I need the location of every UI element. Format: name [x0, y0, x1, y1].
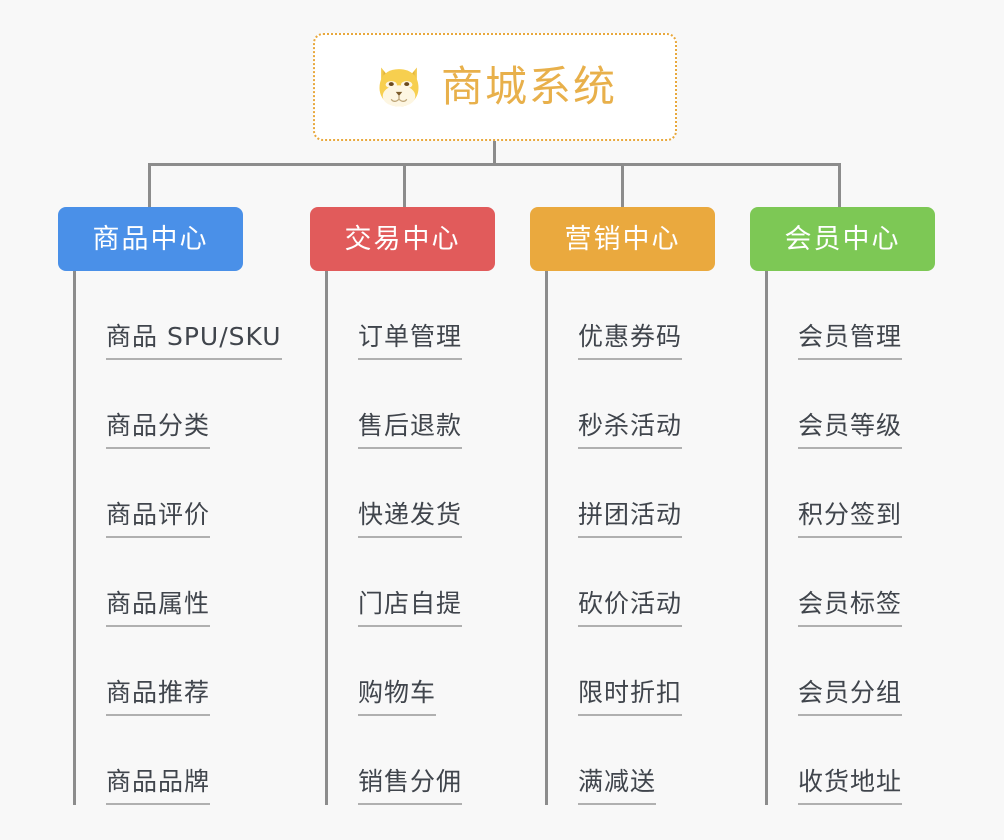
leaf-item[interactable]: 会员管理 [765, 271, 903, 360]
leaf-label: 商品属性 [106, 589, 211, 627]
connector-bus [148, 163, 841, 166]
leaf-label: 商品推荐 [106, 678, 211, 716]
leaf-item[interactable]: 会员等级 [765, 360, 903, 449]
column-trunk-line [73, 271, 76, 805]
shiba-dog-face-icon [373, 61, 425, 113]
leaf-label: 积分签到 [798, 500, 903, 538]
leaf-item[interactable]: 商品分类 [73, 360, 282, 449]
leaf-label: 会员管理 [798, 322, 903, 360]
leaf-label: 会员标签 [798, 589, 903, 627]
category-label: 营销中心 [564, 223, 681, 255]
leaf-label: 满减送 [578, 767, 657, 805]
connector-branch-4 [838, 163, 841, 209]
leaf-list-3: 优惠券码 秒杀活动 拼团活动 砍价活动 限时折扣 满减送 [545, 271, 683, 805]
leaf-label: 优惠券码 [578, 322, 683, 360]
category-column-2: 交易中心 订单管理 售后退款 快递发货 门店自提 购物车 销售分佣 [310, 207, 495, 805]
category-header-4[interactable]: 会员中心 [750, 207, 935, 271]
leaf-item[interactable]: 会员标签 [765, 538, 903, 627]
leaf-label: 会员分组 [798, 678, 903, 716]
column-trunk-line [325, 271, 328, 805]
leaf-label: 砍价活动 [578, 589, 683, 627]
leaf-label: 门店自提 [358, 589, 463, 627]
leaf-item[interactable]: 商品 SPU/SKU [73, 271, 282, 360]
leaf-item[interactable]: 秒杀活动 [545, 360, 683, 449]
category-label: 交易中心 [344, 223, 461, 255]
category-column-4: 会员中心 会员管理 会员等级 积分签到 会员标签 会员分组 收货地址 [750, 207, 935, 805]
category-label: 商品中心 [92, 223, 209, 255]
leaf-label: 商品评价 [106, 500, 211, 538]
connector-root-drop [493, 141, 496, 166]
leaf-label: 会员等级 [798, 411, 903, 449]
leaf-label: 秒杀活动 [578, 411, 683, 449]
leaf-item[interactable]: 售后退款 [325, 360, 463, 449]
leaf-label: 销售分佣 [358, 767, 463, 805]
leaf-item[interactable]: 满减送 [545, 716, 682, 805]
leaf-item[interactable]: 商品品牌 [73, 716, 282, 805]
root-node[interactable]: 商城系统 [313, 33, 677, 141]
root-node-content: 商城系统 [373, 61, 617, 113]
leaf-item[interactable]: 商品评价 [73, 449, 282, 538]
leaf-label: 收货地址 [798, 767, 903, 805]
leaf-item[interactable]: 商品推荐 [73, 627, 282, 716]
column-trunk-line [545, 271, 548, 805]
category-header-2[interactable]: 交易中心 [310, 207, 495, 271]
connector-branch-1 [148, 163, 151, 209]
leaf-item[interactable]: 限时折扣 [545, 627, 683, 716]
leaf-item[interactable]: 购物车 [325, 627, 462, 716]
leaf-label: 商品分类 [106, 411, 211, 449]
leaf-item[interactable]: 收货地址 [765, 716, 903, 805]
leaf-item[interactable]: 商品属性 [73, 538, 282, 627]
leaf-item[interactable]: 会员分组 [765, 627, 903, 716]
leaf-label: 商品 SPU/SKU [106, 322, 282, 360]
leaf-item[interactable]: 快递发货 [325, 449, 463, 538]
column-trunk-line [765, 271, 768, 805]
category-column-3: 营销中心 优惠券码 秒杀活动 拼团活动 砍价活动 限时折扣 满减送 [530, 207, 715, 805]
category-label: 会员中心 [784, 223, 901, 255]
leaf-item[interactable]: 订单管理 [325, 271, 463, 360]
leaf-label: 售后退款 [358, 411, 463, 449]
leaf-item[interactable]: 积分签到 [765, 449, 903, 538]
leaf-item[interactable]: 销售分佣 [325, 716, 463, 805]
root-title: 商城系统 [440, 62, 617, 111]
category-header-1[interactable]: 商品中心 [58, 207, 243, 271]
connector-branch-3 [621, 163, 624, 209]
leaf-item[interactable]: 优惠券码 [545, 271, 683, 360]
leaf-label: 拼团活动 [578, 500, 683, 538]
leaf-list-4: 会员管理 会员等级 积分签到 会员标签 会员分组 收货地址 [765, 271, 903, 805]
leaf-list-1: 商品 SPU/SKU 商品分类 商品评价 商品属性 商品推荐 商品品牌 [73, 271, 282, 805]
leaf-label: 订单管理 [358, 322, 463, 360]
connector-branch-2 [403, 163, 406, 209]
leaf-list-2: 订单管理 售后退款 快递发货 门店自提 购物车 销售分佣 [325, 271, 463, 805]
leaf-item[interactable]: 拼团活动 [545, 449, 683, 538]
leaf-item[interactable]: 砍价活动 [545, 538, 683, 627]
leaf-item[interactable]: 门店自提 [325, 538, 463, 627]
leaf-label: 限时折扣 [578, 678, 683, 716]
leaf-label: 商品品牌 [106, 767, 211, 805]
leaf-label: 购物车 [358, 678, 437, 716]
category-header-3[interactable]: 营销中心 [530, 207, 715, 271]
leaf-label: 快递发货 [358, 500, 463, 538]
category-column-1: 商品中心 商品 SPU/SKU 商品分类 商品评价 商品属性 商品推荐 商品品牌 [58, 207, 282, 805]
